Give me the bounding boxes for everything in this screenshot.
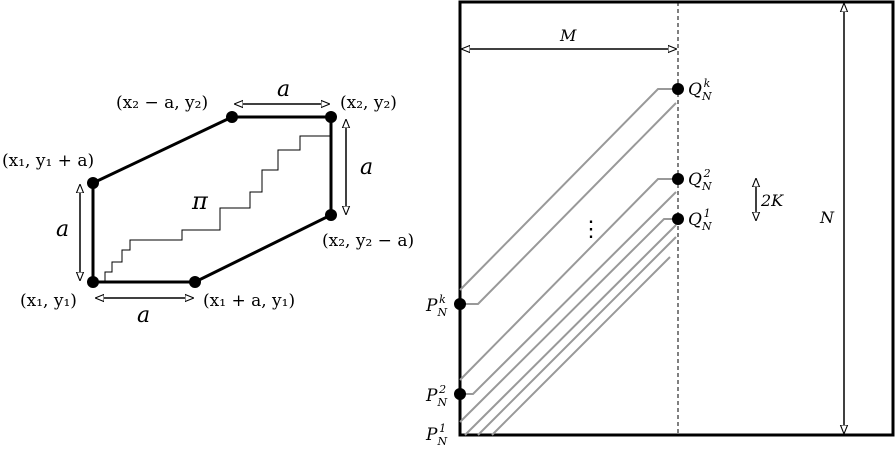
path-1-b (464, 224, 677, 436)
vertex-x1a-y1 (189, 276, 201, 288)
point-q-2 (672, 173, 684, 185)
vertex-x2a-y2 (226, 111, 238, 123)
ellipsis-mark: ⋮ (580, 217, 602, 242)
label-q-k: QNk (688, 77, 712, 103)
point-q-k (672, 83, 684, 95)
point-p-2 (454, 388, 466, 400)
vertex-x1-y1 (87, 276, 99, 288)
path-label-pi: π (191, 187, 209, 215)
label-x2-y2: (x₂, y₂) (340, 93, 397, 113)
height-label: N (819, 208, 835, 227)
label-q-1: QN1 (688, 207, 712, 233)
dim-label-bottom: a (137, 303, 150, 328)
vertex-x1-y1a (87, 177, 99, 189)
path-k-inner (460, 102, 677, 305)
path-2-inner (460, 191, 677, 395)
vertex-x2-y2 (325, 111, 337, 123)
path-1-a (459, 218, 678, 423)
dim-label-left: a (56, 217, 69, 242)
spacing-label: 2K (760, 191, 784, 210)
hexagon-diagram: (x₂ − a, y₂) (x₂, y₂) (x₁, y₁ + a) (x₁, … (2, 77, 414, 328)
dim-label-right: a (360, 155, 373, 180)
label-x1-y1: (x₁, y₁) (20, 291, 77, 311)
label-x2a-y2: (x₂ − a, y₂) (116, 93, 208, 113)
label-p-2: PN2 (425, 383, 447, 409)
region-box (458, 0, 895, 437)
label-x1a-y1: (x₁ + a, y₁) (203, 291, 295, 311)
label-p-1: PN1 (425, 422, 447, 448)
point-p-k (454, 298, 466, 310)
vertex-x2-y2a (325, 209, 337, 221)
label-x1-y1a: (x₁, y₁ + a) (2, 151, 94, 171)
label-x2-y2a: (x₂, y₂ − a) (322, 231, 414, 251)
path-2-outer (459, 178, 678, 381)
label-p-k: PNk (425, 293, 447, 319)
staircase-path (96, 135, 330, 283)
path-1-c (477, 236, 677, 436)
path-k-outer (459, 88, 678, 291)
path-group-1 (459, 218, 678, 436)
dim-label-top: a (277, 77, 290, 102)
path-1-d (491, 256, 671, 436)
point-q-1 (672, 213, 684, 225)
label-q-2: QN2 (688, 167, 712, 193)
paths-diagram: M N 2K ⋮ QNk QN2 QN1 PNk PN2 PN1 (425, 0, 895, 448)
path-group-k (459, 88, 678, 305)
hexagon-outline (91, 115, 333, 284)
width-label: M (559, 26, 577, 45)
